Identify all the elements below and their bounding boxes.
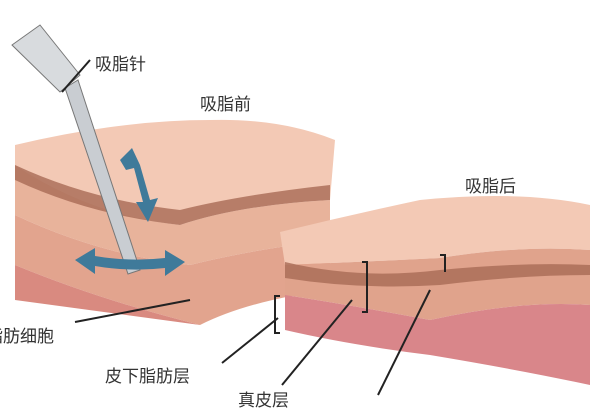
- liposuction-needle-icon: [11, 24, 141, 275]
- liposuction-illustration: [11, 24, 590, 396]
- label-liposuction-needle: 吸脂针: [95, 55, 146, 75]
- label-before-liposuction: 吸脂前: [200, 95, 251, 115]
- label-fat-cells: 脂肪细胞: [0, 327, 54, 347]
- leader-lines: [61, 59, 446, 396]
- label-after-liposuction: 吸脂后: [465, 177, 516, 197]
- label-subcutaneous-fat-layer: 皮下脂肪层: [105, 367, 190, 387]
- skin-block-after: [280, 196, 590, 385]
- label-dermis: 真皮层: [238, 391, 289, 411]
- motion-arrows-icon: [75, 148, 185, 276]
